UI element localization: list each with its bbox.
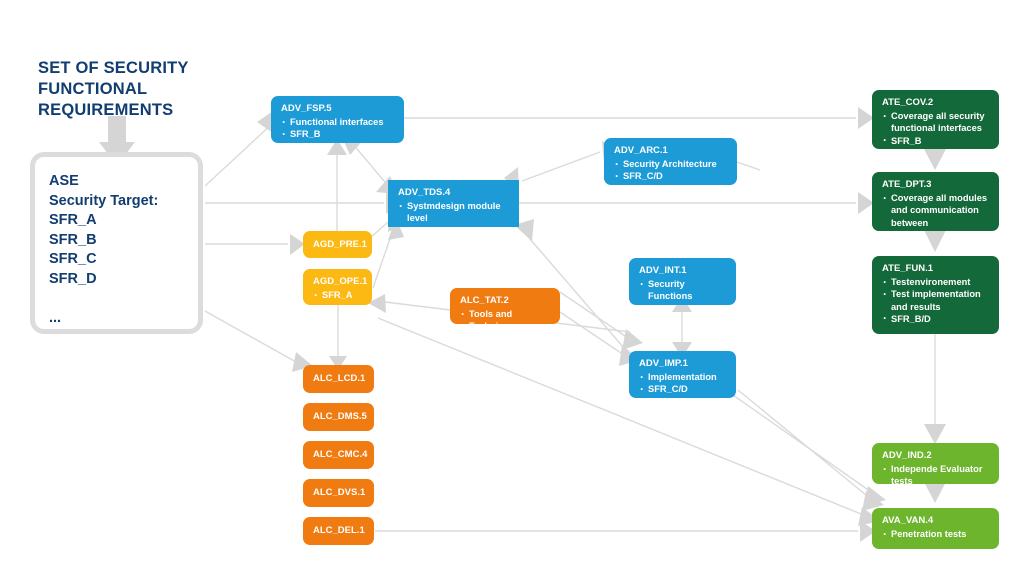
- node-code: ALC_DVS.1: [313, 487, 366, 498]
- node-ate-fun-1[interactable]: ATE_FUN.1 Testenvironement Test implemen…: [872, 256, 999, 334]
- node-bullet: SFR_C/D: [639, 383, 727, 395]
- node-alc-dms-5[interactable]: ALC_DMS.5: [303, 403, 374, 431]
- node-agd-ope-1[interactable]: AGD_OPE.1 SFR_A: [303, 269, 372, 305]
- link-alcdel-avavan: [375, 521, 876, 542]
- ase-security-target-text: ASE Security Target: SFR_A SFR_B SFR_C S…: [49, 173, 159, 326]
- node-bullets: Coverage all security functional interfa…: [882, 110, 990, 147]
- link-alctat-advimp: [559, 311, 640, 366]
- node-bullets: Penetration tests: [882, 528, 990, 540]
- node-code: ALC_TAT.2: [460, 295, 509, 306]
- link-agdpre-advfsp: [327, 139, 347, 234]
- page-title: SET OF SECURITY FUNCTIONAL REQUIREMENTS: [38, 59, 189, 119]
- node-bullets: Tools and Technics: [460, 308, 551, 324]
- node-bullets: Systmdesign module level SFR_C/D: [398, 200, 510, 227]
- node-code: AGD_PRE.1: [313, 239, 367, 250]
- node-adv-fsp-5[interactable]: ADV_FSP.5 Functional interfaces SFR_B: [271, 96, 404, 143]
- link-ase-agdpre: [205, 234, 305, 255]
- node-bullets: Security Functions SFR_C: [639, 278, 727, 305]
- node-bullet: SFR_C/D: [398, 224, 510, 227]
- node-alc-tat-2[interactable]: ALC_TAT.2 Tools and Technics: [450, 288, 560, 324]
- node-bullet: Security Architecture: [614, 158, 728, 170]
- node-code: ADV_INT.1: [639, 265, 687, 276]
- node-bullets: Independe Evaluator tests: [882, 463, 990, 484]
- link-advimp-avavan: [737, 389, 884, 511]
- node-bullet: Penetration tests: [882, 528, 990, 540]
- node-bullet: Systmdesign module level: [398, 200, 510, 224]
- node-bullets: SFR_A: [313, 289, 363, 301]
- node-code: ADV_IMP.1: [639, 358, 688, 369]
- node-code: ATE_FUN.1: [882, 263, 934, 274]
- node-bullet: Testenvironement: [882, 276, 990, 288]
- node-bullets: Coverage all modules and communication b…: [882, 192, 990, 231]
- node-bullet: Implementation: [639, 371, 727, 383]
- link-advarc-right: [736, 161, 761, 171]
- ase-security-target-box: [30, 152, 203, 334]
- node-code: ALC_CMC.4: [313, 449, 368, 460]
- link-advimp-advtds: [514, 219, 631, 356]
- node-bullet: SFR_A: [313, 289, 363, 301]
- node-bullet: SFR_C: [639, 302, 727, 305]
- link-atecov-atedpt: [924, 149, 946, 170]
- link-atedpt-atefun: [924, 230, 946, 252]
- node-code: ALC_DEL.1: [313, 525, 365, 536]
- node-adv-imp-1[interactable]: ADV_IMP.1 Implementation SFR_C/D: [629, 351, 736, 398]
- node-bullet: Test implementation and results: [882, 288, 990, 312]
- link-ase-alclcd: [204, 310, 313, 372]
- node-adv-tds-4[interactable]: ADV_TDS.4 Systmdesign module level SFR_C…: [388, 180, 519, 227]
- node-alc-del-1[interactable]: ALC_DEL.1: [303, 517, 374, 545]
- node-ate-dpt-3[interactable]: ATE_DPT.3 Coverage all modules and commu…: [872, 172, 999, 231]
- node-bullet: Tools and Technics: [460, 308, 551, 324]
- node-alc-lcd-1[interactable]: ALC_LCD.1: [303, 365, 374, 393]
- node-code: ADV_FSP.5: [281, 103, 332, 114]
- node-code: AVA_VAN.4: [882, 515, 934, 526]
- node-code: ATE_DPT.3: [882, 179, 932, 190]
- node-adv-int-1[interactable]: ADV_INT.1 Security Functions SFR_C: [629, 258, 736, 305]
- node-bullet: Coverage all modules and communication b…: [882, 192, 990, 229]
- link-atefun-advind: [924, 334, 946, 444]
- link-advind-avavan: [924, 482, 946, 503]
- link-agdope-avavan: [377, 317, 880, 526]
- node-adv-ind-2[interactable]: ADV_IND.2 Independe Evaluator tests: [872, 443, 999, 484]
- node-bullet: Coverage all security functional interfa…: [882, 110, 990, 134]
- node-code: ADV_TDS.4: [398, 187, 451, 198]
- node-adv-arc-1[interactable]: ADV_ARC.1 Security Architecture SFR_C/D: [604, 138, 737, 185]
- link-agdope-alclcd: [329, 305, 347, 370]
- node-code: ALC_DMS.5: [313, 411, 367, 422]
- node-bullet: Functional interfaces: [281, 116, 395, 128]
- node-bullets: Security Architecture SFR_C/D: [614, 158, 728, 183]
- link-advfsp-atecov: [403, 107, 874, 129]
- node-code: AGD_OPE.1: [313, 276, 368, 287]
- node-agd-pre-1[interactable]: AGD_PRE.1: [303, 231, 372, 258]
- link-ase-advfsp: [204, 111, 274, 187]
- node-ava-van-4[interactable]: AVA_VAN.4 Penetration tests: [872, 508, 999, 549]
- node-code: ADV_ARC.1: [614, 145, 668, 156]
- node-ate-cov-2[interactable]: ATE_COV.2 Coverage all security function…: [872, 90, 999, 149]
- node-alc-dvs-1[interactable]: ALC_DVS.1: [303, 479, 374, 507]
- link-advint-advimp: [672, 296, 692, 358]
- link-advtds-advarc: [504, 141, 618, 190]
- node-bullets: Functional interfaces SFR_B: [281, 116, 395, 141]
- node-bullet: SFR_D: [882, 228, 990, 231]
- node-bullet: SFR_C/D: [614, 170, 728, 182]
- node-alc-cmc-4[interactable]: ALC_CMC.4: [303, 441, 374, 469]
- node-bullet: Security Functions: [639, 278, 727, 302]
- node-bullet: SFR_B: [882, 134, 990, 147]
- link-ase-advtds: [205, 192, 402, 214]
- node-code: ALC_LCD.1: [313, 373, 366, 384]
- node-code: ADV_IND.2: [882, 450, 932, 461]
- node-code: ATE_COV.2: [882, 97, 934, 108]
- node-bullet: Independe Evaluator tests: [882, 463, 990, 484]
- node-bullet: SFR_B: [281, 128, 395, 140]
- node-bullets: Testenvironement Test implementation and…: [882, 276, 990, 325]
- node-bullet: SFR_B/D: [882, 312, 990, 325]
- link-advtds-atedpt: [518, 192, 874, 214]
- link-agdope-advtds: [372, 218, 404, 289]
- node-bullets: Implementation SFR_C/D: [639, 371, 727, 396]
